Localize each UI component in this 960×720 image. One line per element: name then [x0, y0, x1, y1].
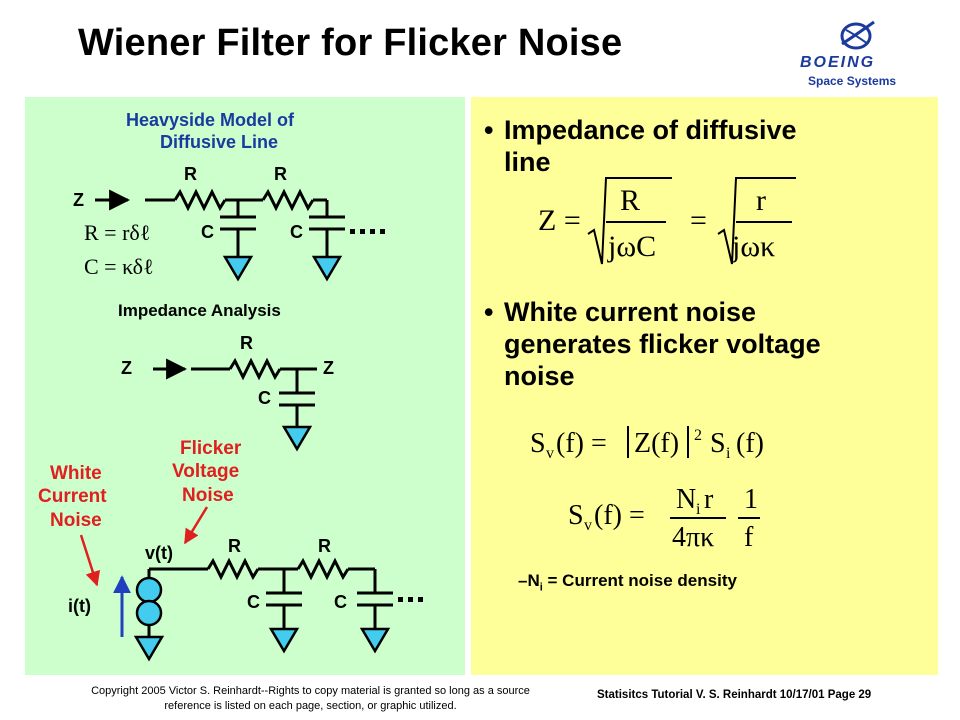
- svg-text:(f): (f): [736, 428, 764, 459]
- svg-text:Z =: Z =: [538, 204, 581, 237]
- ground-3: [281, 425, 313, 452]
- svg-text:1: 1: [744, 484, 758, 515]
- heavyside-heading-line2: Diffusive Line: [160, 132, 279, 152]
- flicker-label-line1: Flicker: [180, 438, 242, 459]
- r-label-3: R: [240, 333, 253, 353]
- sub-bullet-current-noise: –Ni = Current noise density: [518, 571, 737, 594]
- svg-text:N: N: [676, 484, 696, 515]
- copyright-footer: Copyright 2005 Victor S. Reinhardt--Righ…: [91, 685, 530, 712]
- white-label-line2: Current: [38, 486, 107, 507]
- vt-label: v(t): [145, 543, 173, 563]
- c-label-4: C: [247, 592, 260, 612]
- page-footer-info: Statisitcs Tutorial V. S. Reinhardt 10/1…: [597, 689, 872, 701]
- white-label-line3: Noise: [50, 510, 102, 531]
- r-label-4: R: [228, 536, 241, 556]
- it-label: i(t): [68, 596, 91, 616]
- z-label-2: Z: [121, 358, 132, 378]
- svg-text:i: i: [696, 501, 701, 518]
- circuit-diagrams: [79, 188, 423, 662]
- ground-5: [359, 627, 391, 654]
- svg-text:jωκ: jωκ: [731, 230, 775, 263]
- resistor-2: [261, 188, 315, 212]
- svg-text:Z(f): Z(f): [634, 428, 679, 459]
- svg-text:(f) =: (f) =: [594, 500, 645, 531]
- slide-title: Wiener Filter for Flicker Noise: [78, 22, 623, 64]
- ground-4: [268, 627, 300, 654]
- svg-text:r: r: [704, 484, 714, 515]
- svg-text:jωC: jωC: [607, 230, 656, 263]
- z-label-1: Z: [73, 190, 84, 210]
- equation-c-def: C = κδℓ: [84, 254, 154, 279]
- svg-text:(f) =: (f) =: [556, 428, 607, 459]
- svg-text:4πκ: 4πκ: [672, 522, 714, 553]
- flicker-label-line2: Voltage: [172, 461, 240, 482]
- logo-wordmark: BOEING: [800, 54, 876, 71]
- svg-text:R: R: [620, 184, 640, 217]
- white-label-line1: White: [50, 463, 102, 484]
- svg-text:2: 2: [694, 427, 702, 444]
- dots-2: [398, 597, 403, 602]
- c-label-5: C: [334, 592, 347, 612]
- svg-text:f: f: [744, 522, 754, 553]
- ground-1: [222, 255, 254, 282]
- heavyside-heading-line1: Heavyside Model of: [126, 110, 295, 130]
- ground-6: [133, 635, 165, 662]
- noise-source-top: [135, 576, 163, 604]
- flicker-label-line3: Noise: [182, 485, 234, 506]
- resistor-1: [173, 188, 227, 212]
- right-text-panel: [471, 97, 938, 675]
- bullet-white-noise: •White current noise generates flicker v…: [484, 297, 821, 391]
- svg-text:r: r: [756, 184, 766, 217]
- noise-source-bottom: [135, 599, 163, 627]
- svg-text:v: v: [584, 517, 592, 534]
- logo-subtitle: Space Systems: [808, 74, 897, 88]
- boeing-logo-icon: [840, 20, 875, 50]
- svg-text:=: =: [690, 204, 707, 237]
- c-label-3: C: [258, 388, 271, 408]
- dots-1: [350, 229, 355, 234]
- svg-text:i: i: [726, 445, 731, 462]
- equation-r-def: R = rδℓ: [84, 220, 151, 245]
- resistor-3: [228, 357, 282, 381]
- flicker-arrow: [183, 506, 209, 545]
- z-label-3: Z: [323, 358, 334, 378]
- r-label-1: R: [184, 164, 197, 184]
- c-label-2: C: [290, 222, 303, 242]
- svg-text:v: v: [546, 445, 554, 462]
- resistor-5: [296, 557, 350, 581]
- svg-text:S: S: [530, 428, 546, 459]
- svg-text:S: S: [568, 500, 584, 531]
- resistor-4: [206, 557, 260, 581]
- r-label-2: R: [274, 164, 287, 184]
- white-noise-arrow: [79, 534, 101, 587]
- svg-text:S: S: [710, 428, 726, 459]
- equation-impedance: Z = R jωC = r jωκ: [538, 177, 796, 265]
- c-label-1: C: [201, 222, 214, 242]
- r-label-5: R: [318, 536, 331, 556]
- ground-2: [311, 255, 343, 282]
- equation-sv-flicker: S v (f) = N i r 4πκ 1 f: [568, 484, 760, 553]
- bullet-impedance: •Impedance of diffusive line: [484, 115, 797, 177]
- equation-sv-psd: S v (f) = Z(f) 2 S i (f): [530, 426, 764, 462]
- impedance-analysis-label: Impedance Analysis: [118, 301, 281, 320]
